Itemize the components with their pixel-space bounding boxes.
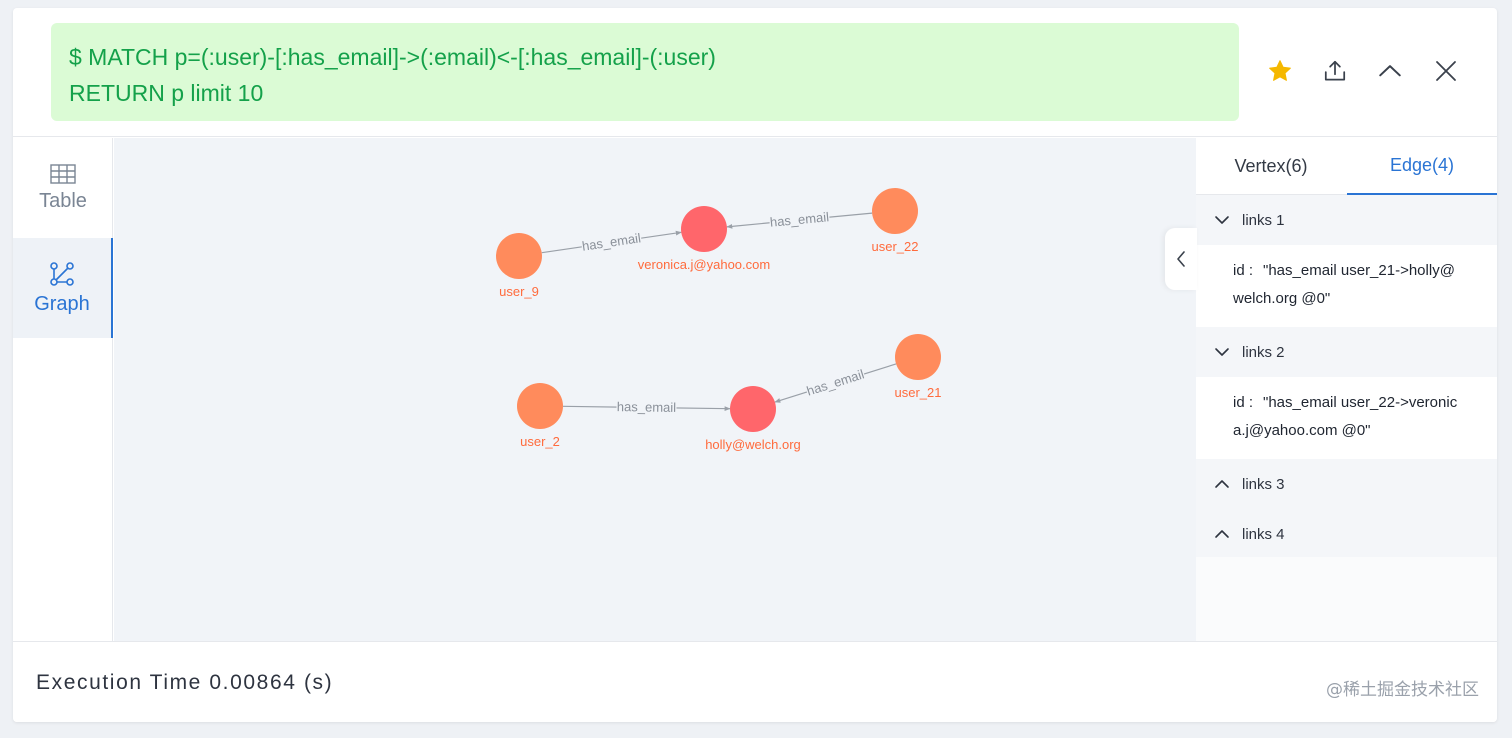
edge-label-bg [804, 366, 866, 398]
edge-label: has_email [805, 366, 866, 398]
links-item-2-body: id : "has_email user_22->veronic a.j@yaho… [1196, 377, 1497, 459]
edge-label: has_email [617, 399, 677, 415]
edge-label-bg [768, 209, 830, 229]
sidebar-item-table[interactable]: Table [13, 138, 113, 238]
links-item-1-body: id : "has_email user_21->holly@ welch.org… [1196, 245, 1497, 327]
result-footer: Execution Time 0.00864 (s) @稀土掘金技术社区 [13, 641, 1497, 722]
chevron-left-icon [1177, 251, 1185, 267]
chevron-up-icon [1214, 529, 1230, 539]
links-item-2-header[interactable]: links 2 [1196, 327, 1497, 377]
chevron-up-icon [1379, 65, 1401, 77]
sidebar-item-label: Graph [34, 292, 90, 315]
edge-label: has_email [769, 209, 830, 230]
node-label: veronica.j@yahoo.com [638, 257, 770, 272]
graph-node-user[interactable] [872, 188, 918, 234]
graph-node-email[interactable] [730, 386, 776, 432]
node-label: user_22 [872, 239, 919, 254]
share-button[interactable] [1320, 56, 1350, 86]
links-item-3-header[interactable]: links 3 [1196, 459, 1497, 509]
id-key-label: id : [1233, 262, 1254, 279]
graph-node-user[interactable] [496, 233, 542, 279]
chevron-down-icon [1214, 347, 1230, 357]
share-icon [1324, 60, 1346, 81]
links-item-1-header[interactable]: links 1 [1196, 195, 1497, 245]
query-result-card: $ MATCH p=(:user)-[:has_email]->(:email)… [13, 8, 1497, 722]
tab-vertex[interactable]: Vertex(6) [1234, 156, 1308, 176]
edge-label-bg [616, 399, 677, 414]
detail-panel: Vertex(6) Edge(4) links 1 id : "has_email… [1196, 138, 1497, 641]
query-line-2: RETURN p limit 10 [69, 80, 264, 106]
links-item-title: links 1 [1242, 211, 1285, 229]
sidebar-item-label: Table [39, 189, 87, 212]
node-label: user_21 [895, 385, 942, 400]
graph-node-email[interactable] [681, 206, 727, 252]
node-label: user_9 [499, 284, 539, 299]
table-icon [50, 163, 76, 184]
graph-node-user[interactable] [895, 334, 941, 380]
collapse-panel-button[interactable] [1165, 228, 1197, 290]
graph-icon [50, 261, 74, 286]
query-line-1: $ MATCH p=(:user)-[:has_email]->(:email)… [69, 44, 716, 70]
execution-time: Execution Time 0.00864 (s) [36, 671, 334, 694]
id-key-label: id : [1233, 394, 1254, 411]
links-item-title: links 2 [1242, 343, 1285, 361]
view-sidebar: Table Graph [13, 138, 113, 641]
panel-empty-area [1196, 557, 1497, 641]
tab-edge[interactable]: Edge(4) [1347, 138, 1497, 195]
id-value-line: "has_email user_21->holly@ [1263, 262, 1455, 279]
links-item-title: links 4 [1242, 525, 1285, 543]
id-value-line: a.j@yahoo.com @0" [1233, 422, 1371, 439]
chevron-down-icon [1214, 215, 1230, 225]
links-item-4-header[interactable]: links 4 [1196, 509, 1497, 559]
watermark: @稀土掘金技术社区 [1326, 680, 1479, 700]
node-label: user_2 [520, 434, 560, 449]
sidebar-item-graph[interactable]: Graph [13, 238, 113, 338]
close-button[interactable] [1431, 56, 1461, 86]
query-box[interactable]: $ MATCH p=(:user)-[:has_email]->(:email)… [51, 23, 1239, 121]
query-header: $ MATCH p=(:user)-[:has_email]->(:email)… [13, 8, 1497, 137]
star-icon [1269, 60, 1291, 81]
graph-node-user[interactable] [517, 383, 563, 429]
edge-label: has_email [581, 230, 642, 253]
id-value-line: welch.org @0" [1233, 290, 1331, 307]
graph-svg: has_emailhas_emailhas_emailhas_emailuser… [496, 188, 942, 452]
collapse-result-button[interactable] [1375, 56, 1405, 86]
edge-label-bg [580, 230, 643, 253]
node-label: holly@welch.org [705, 437, 801, 452]
panel-tabs: Vertex(6) Edge(4) [1196, 138, 1497, 195]
close-icon [1436, 61, 1456, 81]
favorite-button[interactable] [1265, 56, 1295, 86]
chevron-up-icon [1214, 479, 1230, 489]
links-item-title: links 3 [1242, 475, 1285, 493]
id-value-line: "has_email user_22->veronic [1263, 394, 1458, 411]
